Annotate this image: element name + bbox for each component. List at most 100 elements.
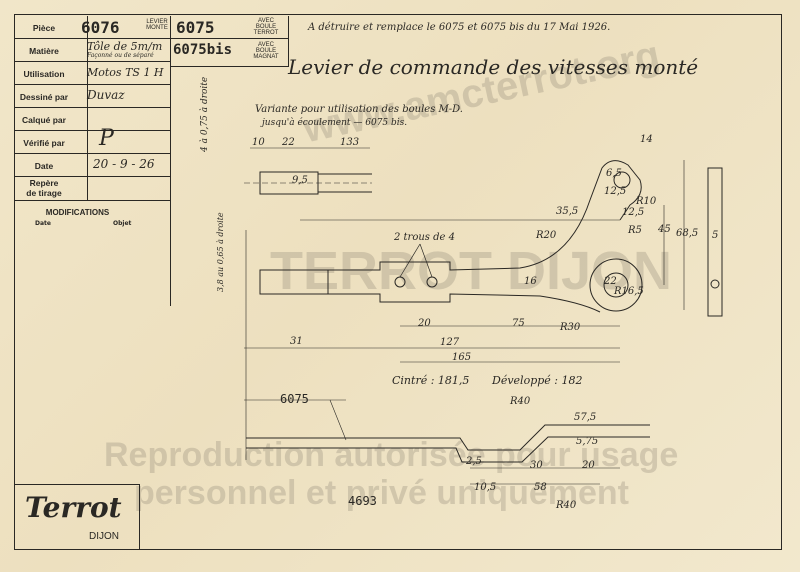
piece-number: 6076 bbox=[81, 18, 120, 37]
verifie-label: Vérifié par bbox=[23, 138, 65, 148]
dim-68-5: 68,5 bbox=[676, 228, 699, 239]
drawing-frame bbox=[14, 14, 782, 550]
dim-45: 45 bbox=[658, 224, 671, 235]
modifications-label: MODIFICATIONS bbox=[45, 208, 110, 217]
dim-35-5: 35,5 bbox=[556, 206, 579, 217]
variante-note-1: Variante pour utilisation des boules M-D… bbox=[255, 104, 463, 115]
lever-end bbox=[259, 269, 329, 295]
date-label: Date bbox=[34, 161, 54, 171]
dim-57-5: 57,5 bbox=[574, 412, 597, 423]
dim-12-5b: 12,5 bbox=[622, 207, 645, 218]
alt-number-2: 6075bis bbox=[173, 42, 233, 58]
header-note: A détruire et remplace le 6075 et 6075 b… bbox=[308, 22, 611, 33]
dim-5: 5 bbox=[712, 230, 719, 241]
utilisation-value: Motos TS 1 H bbox=[87, 66, 164, 79]
ball-socket bbox=[589, 258, 643, 312]
lever-outline-top bbox=[328, 160, 642, 271]
matiere-sub: Façonné ou de séparé bbox=[87, 52, 154, 59]
dim-20: 20 bbox=[418, 318, 431, 329]
lever-outline-bottom bbox=[328, 293, 601, 313]
dim-2-5: 2,5 bbox=[466, 456, 482, 467]
terrot-logo: Terrot DIJON bbox=[15, 484, 140, 550]
dim-r10: R10 bbox=[636, 196, 657, 207]
annotation-4693: 4693 bbox=[348, 494, 377, 508]
dim-r20: R20 bbox=[536, 230, 557, 241]
verifie-value: P bbox=[99, 126, 114, 151]
dim-30: 30 bbox=[530, 460, 543, 471]
row-utilisation: Utilisation Motos TS 1 H bbox=[15, 61, 170, 85]
drawing-title: Levier de commande des vitesses monté bbox=[288, 55, 699, 79]
elevation-bottom bbox=[246, 436, 650, 463]
dim-133: 133 bbox=[340, 137, 360, 148]
dim-r16-5: R16,5 bbox=[614, 286, 644, 297]
watermark-line1: Reproduction autorisée pour usage bbox=[104, 436, 679, 474]
row-dessine: Dessiné par Duvaz bbox=[15, 84, 170, 108]
elevation-top bbox=[246, 424, 650, 451]
side-view bbox=[707, 167, 723, 317]
dim-165: 165 bbox=[452, 352, 472, 363]
row-date: Date 20 - 9 - 26 bbox=[15, 153, 170, 177]
upper-hole bbox=[613, 171, 631, 189]
mod-date-label: Date bbox=[35, 220, 51, 227]
dim-12-5a: 12,5 bbox=[604, 186, 627, 197]
dim-10-5: 10,5 bbox=[474, 482, 497, 493]
dim-10: 10 bbox=[252, 137, 265, 148]
dim-22: 22 bbox=[282, 137, 295, 148]
row-verifie: Vérifié par P bbox=[15, 126, 170, 154]
dim-22b: 22 bbox=[604, 276, 617, 287]
mod-objet-label: Objet bbox=[113, 220, 132, 227]
dim-r40b: R40 bbox=[556, 500, 577, 511]
watermark-center: TERROT DIJON bbox=[270, 241, 673, 301]
dim-58: 58 bbox=[534, 482, 547, 493]
watermark-line2: personnel et privé uniquement bbox=[134, 474, 629, 512]
matiere-value: Tôle de 5m/m bbox=[87, 40, 163, 53]
annotation-cintre: Cintré : 181,5 bbox=[392, 374, 470, 387]
ball-socket-inner bbox=[603, 272, 629, 298]
hole-leader bbox=[399, 243, 421, 278]
title-block-divider bbox=[87, 16, 88, 200]
side-note-1: 4 à 0,75 à droite bbox=[200, 76, 210, 152]
dim-16: 16 bbox=[524, 276, 537, 287]
calque-label: Calqué par bbox=[22, 115, 66, 125]
matiere-label: Matière bbox=[29, 46, 59, 56]
utilisation-label: Utilisation bbox=[23, 69, 65, 79]
variante-note-2: jusqu'à écoulement — 6075 bis. bbox=[262, 118, 408, 128]
dim-31: 31 bbox=[290, 336, 303, 347]
dessine-value: Duvaz bbox=[87, 88, 125, 102]
row-calque: Calqué par bbox=[15, 107, 170, 131]
dim-6-5: 6,5 bbox=[606, 168, 622, 179]
alt-divider bbox=[170, 38, 288, 39]
dim-75: 75 bbox=[512, 318, 525, 329]
dim-127: 127 bbox=[440, 337, 460, 348]
row-matiere: Matière Tôle de 5m/m Façonné ou de sépar… bbox=[15, 38, 170, 62]
side-view-hole bbox=[710, 279, 720, 289]
dimension-lines bbox=[244, 147, 685, 485]
dim-14: 14 bbox=[640, 134, 653, 145]
dim-r5: R5 bbox=[628, 225, 642, 236]
dim-5-75: 5,75 bbox=[576, 436, 599, 447]
dim-20b: 20 bbox=[582, 460, 595, 471]
piece-label: Pièce bbox=[32, 23, 56, 33]
side-note-2: 3,8 au 0,65 à droite bbox=[216, 212, 225, 292]
hole-leader bbox=[419, 243, 433, 278]
alt-number-1: 6075 bbox=[176, 18, 215, 37]
logo-brand: Terrot bbox=[25, 491, 122, 524]
logo-city: DIJON bbox=[89, 531, 119, 542]
annotation-developpe: Développé : 182 bbox=[492, 374, 583, 387]
annotation-6075: 6075 bbox=[280, 392, 309, 406]
dim-r40a: R40 bbox=[510, 396, 531, 407]
dim-9-5: 9,5 bbox=[292, 175, 308, 186]
dim-r30: R30 bbox=[560, 322, 581, 333]
date-value: 20 - 9 - 26 bbox=[93, 157, 155, 171]
